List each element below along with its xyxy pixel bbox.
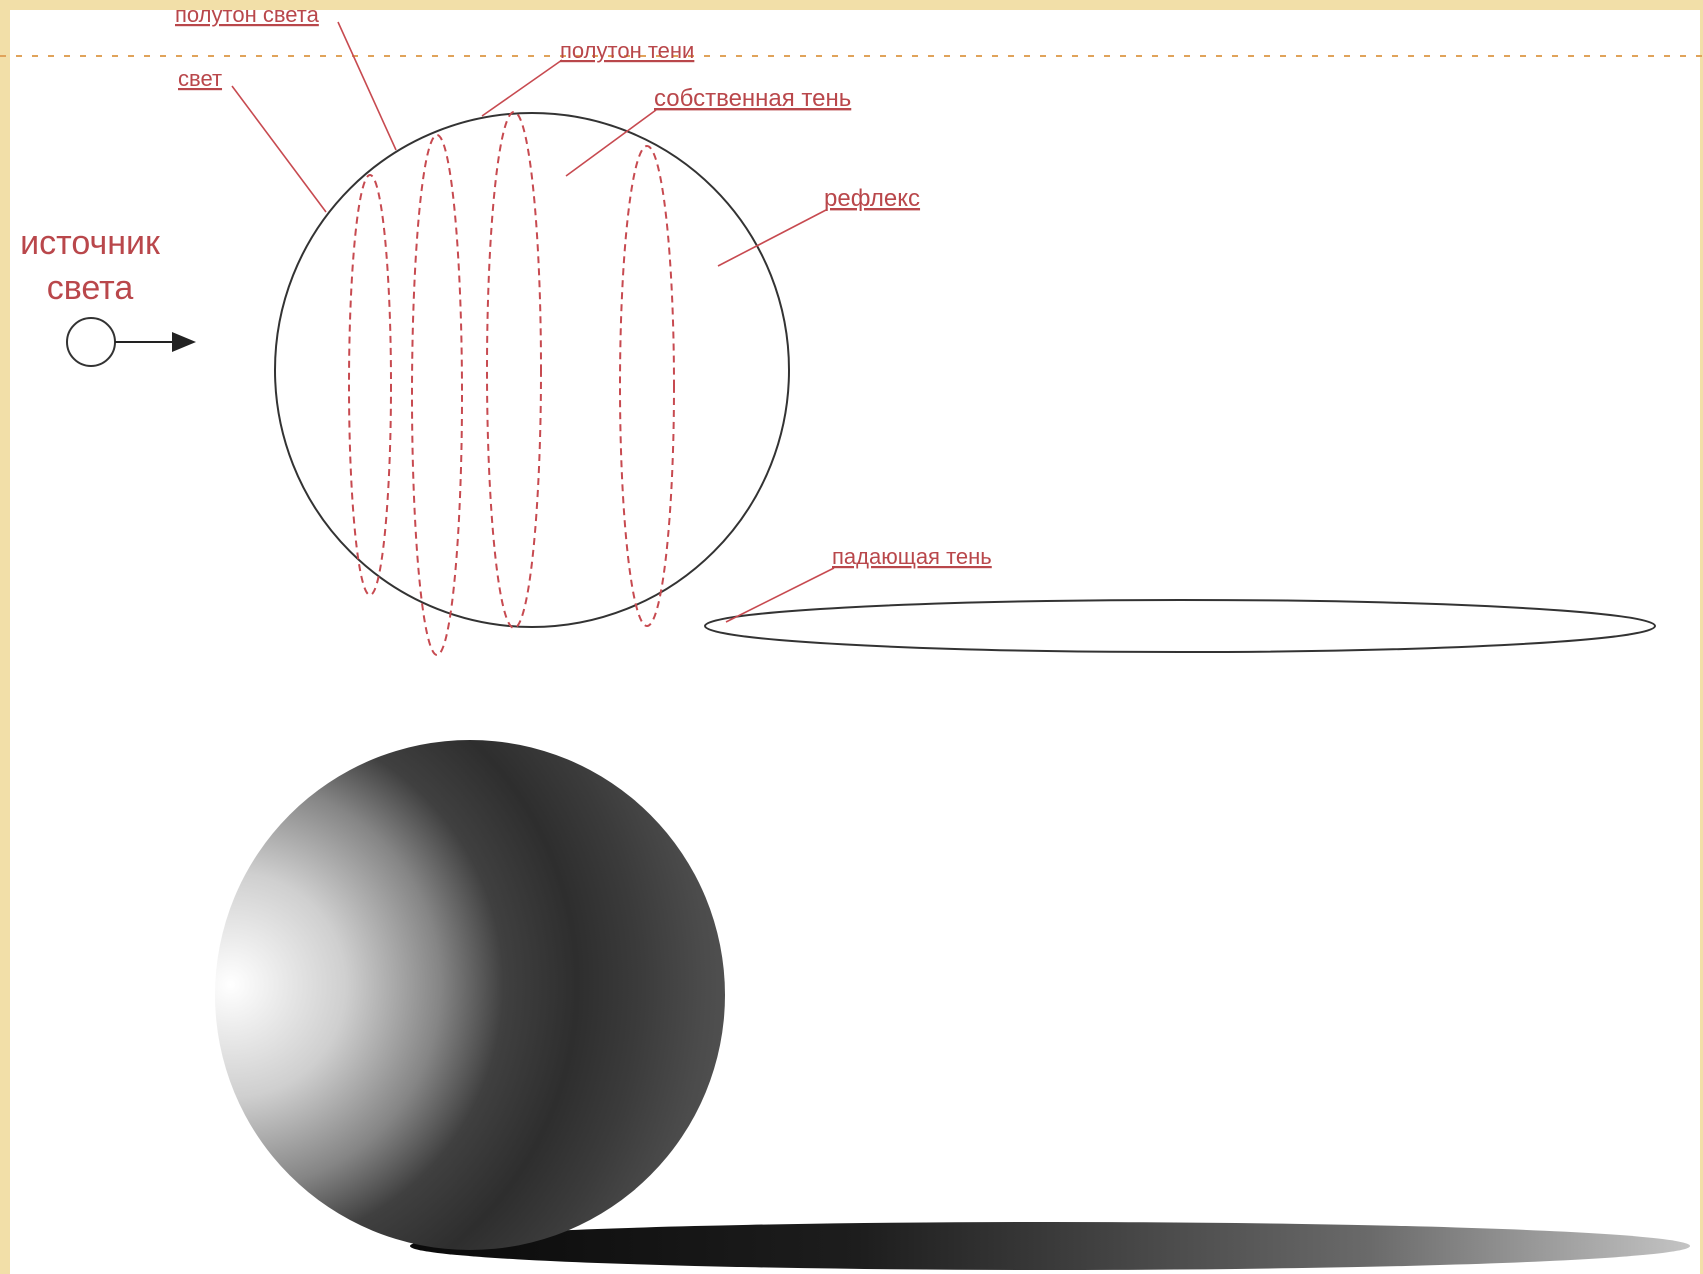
sphere-outline <box>274 112 790 628</box>
schematic-sphere-group: полутон света полутон тени свет собствен… <box>20 2 1656 656</box>
zone-boundary-halftone-light <box>411 134 463 656</box>
zone-boundary-own-shadow <box>619 145 675 627</box>
label-reflex: рефлекс <box>824 185 920 212</box>
leader-light <box>231 85 327 213</box>
cast-shadow <box>410 1222 1690 1270</box>
cast-shadow-outline <box>704 599 1656 653</box>
zone-boundaries <box>348 111 675 656</box>
leader-reflex <box>717 209 827 267</box>
label-cast-shadow: падающая тень <box>832 544 992 569</box>
zone-boundary-halftone-shadow <box>486 111 542 629</box>
leader-halftone-shadow <box>481 59 563 117</box>
leader-lines <box>231 21 835 623</box>
zone-boundary-light <box>348 174 392 596</box>
label-halftone-light: полутон света <box>175 2 320 27</box>
shaded-sphere <box>215 740 725 1250</box>
leader-halftone-light <box>337 21 397 151</box>
label-halftone-shadow: полутон тени <box>560 38 694 63</box>
label-light: свет <box>178 66 222 91</box>
shaded-sphere-group <box>215 740 1690 1270</box>
light-source-circle-icon <box>66 317 116 367</box>
leader-own-shadow <box>565 109 657 177</box>
label-light-source-line1: источник <box>20 224 161 262</box>
label-light-source-line2: света <box>47 269 134 307</box>
leader-cast-shadow <box>725 567 835 623</box>
label-own-shadow: собственная тень <box>654 85 851 112</box>
